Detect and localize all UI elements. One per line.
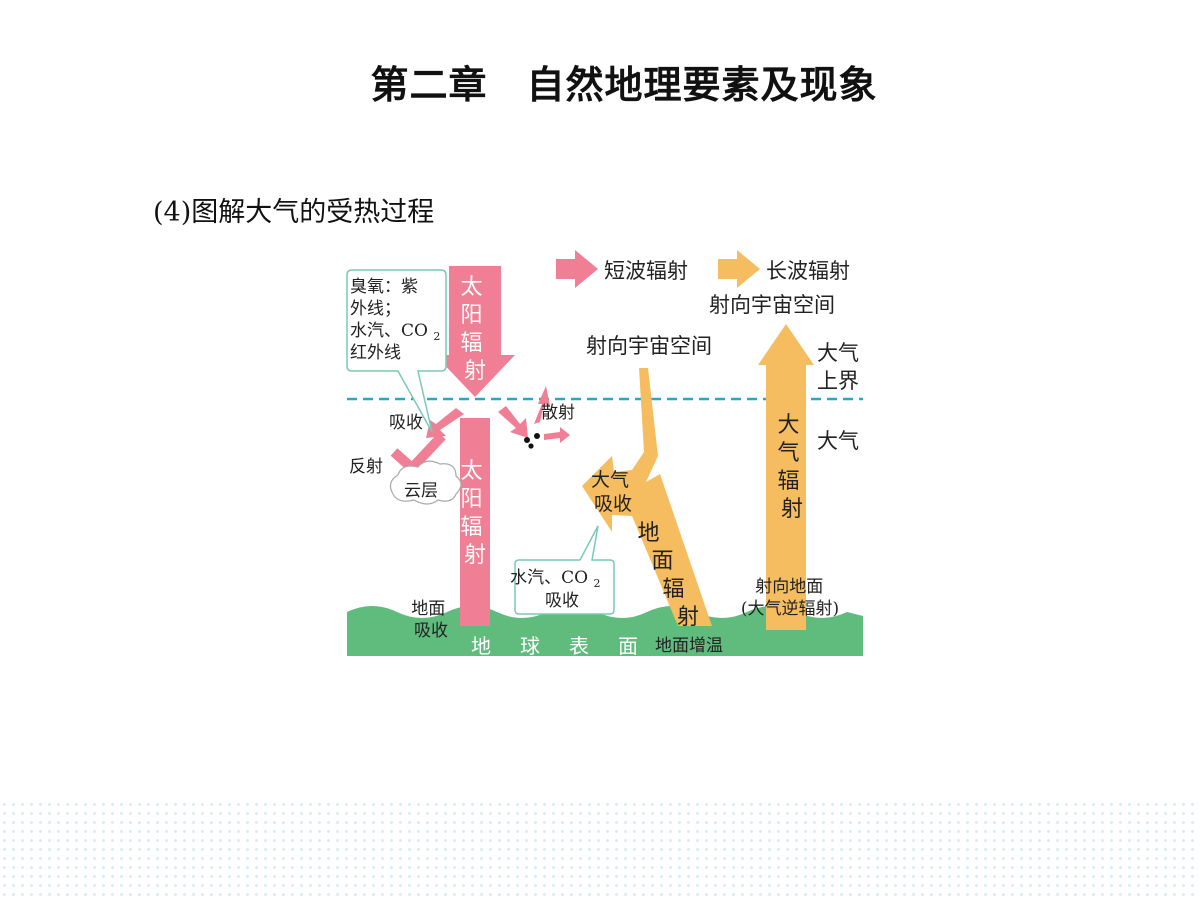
- atmospheric-radiation-arrow: [758, 324, 814, 630]
- absorb-info-line4: 红外线: [350, 343, 401, 363]
- upper-boundary-label-line1: 大气: [817, 341, 859, 365]
- short-wave-legend-label: 短波辐射: [604, 259, 688, 283]
- svg-text:地: 地: [471, 634, 491, 658]
- svg-text:射向地面 (大气逆辐射): 射向地面 (大气逆辐射): [741, 577, 839, 619]
- absorb-info-line1: 臭氧：紫: [350, 277, 418, 297]
- cloud-label: 云层: [404, 481, 438, 501]
- vapor-absorb-line1: 水汽、CO: [510, 568, 588, 588]
- atmosphere-label: 大气: [817, 429, 859, 453]
- ground-absorb-label-line2: 吸收: [414, 621, 448, 641]
- section-subtitle: (4)图解大气的受热过程: [153, 197, 435, 228]
- absorb-info-callout: [346, 269, 447, 433]
- svg-text:水汽、CO 2 吸收: 水汽、CO 2 吸收: [510, 568, 606, 611]
- svg-text:地 面 辐 射: 地 面 辐 射: [637, 521, 699, 630]
- svg-text:面: 面: [618, 634, 638, 658]
- long-wave-legend-label: 长波辐射: [766, 259, 850, 283]
- svg-text:臭氧：紫 外线； 水汽、CO 2: 臭氧：紫 外线； 水汽、CO 2 红外线: [350, 277, 446, 363]
- to-ground-label-line1: 射向地面: [755, 577, 823, 597]
- svg-text:太 阳 辐 射: 太 阳 辐 射: [460, 459, 489, 568]
- to-space-label-right: 射向宇宙空间: [709, 293, 835, 317]
- solar-radiation-arrow-bottom: [460, 418, 490, 626]
- solar-radiation-label-top: 太: [460, 275, 482, 300]
- cloud-shape: [389, 460, 462, 505]
- atm-absorb-label-line2: 吸收: [594, 493, 632, 515]
- scatter-label: 散射: [541, 403, 575, 423]
- long-wave-legend-arrow: [718, 250, 760, 288]
- ground-radiation-arrow: [582, 368, 712, 626]
- svg-text:大气 上界: 大气 上界: [817, 341, 866, 393]
- ground-warming-label: 地面增温: [655, 636, 723, 656]
- svg-text:地面 吸收: 地面 吸收: [411, 599, 450, 641]
- vapor-absorb-line2: 吸收: [545, 591, 579, 611]
- upper-boundary-label-line2: 上界: [817, 369, 859, 393]
- svg-text:大气 吸收: 大气 吸收: [591, 469, 635, 515]
- ground-radiation-label: 地: [637, 521, 659, 546]
- scattering-arrows: [498, 386, 570, 443]
- to-ground-label-line2: (大气逆辐射): [741, 599, 839, 619]
- solar-radiation-arrow-top: [435, 266, 515, 397]
- absorb-label: 吸收: [389, 413, 423, 433]
- atm-absorb-label-line1: 大气: [591, 469, 629, 491]
- to-space-label-left: 射向宇宙空间: [586, 334, 712, 358]
- svg-text:表: 表: [569, 634, 589, 658]
- absorb-info-line2: 外线；: [350, 299, 401, 319]
- scattering-particles: [524, 433, 540, 449]
- atmospheric-radiation-label: 大: [777, 413, 799, 438]
- svg-text:球: 球: [520, 634, 540, 658]
- absorb-info-line3: 水汽、CO: [350, 321, 428, 341]
- svg-text:大 气 辐 射: 大 气 辐 射: [777, 413, 806, 522]
- svg-text:太 阳 辐 射: 太 阳 辐 射: [460, 275, 489, 384]
- absorption-arrow: [426, 408, 464, 438]
- decorative-dot-pattern: [0, 800, 1200, 897]
- ground-absorb-label-line1: 地面: [411, 599, 445, 619]
- reflect-label: 反射: [349, 457, 383, 477]
- vapor-absorb-callout: [514, 525, 615, 615]
- solar-radiation-label-bottom: 太: [460, 459, 482, 484]
- page-title: 第二章 自然地理要素及现象: [370, 63, 878, 107]
- short-wave-legend-arrow: [556, 250, 598, 288]
- earth-surface-label: 地 球 表 面: [471, 634, 638, 658]
